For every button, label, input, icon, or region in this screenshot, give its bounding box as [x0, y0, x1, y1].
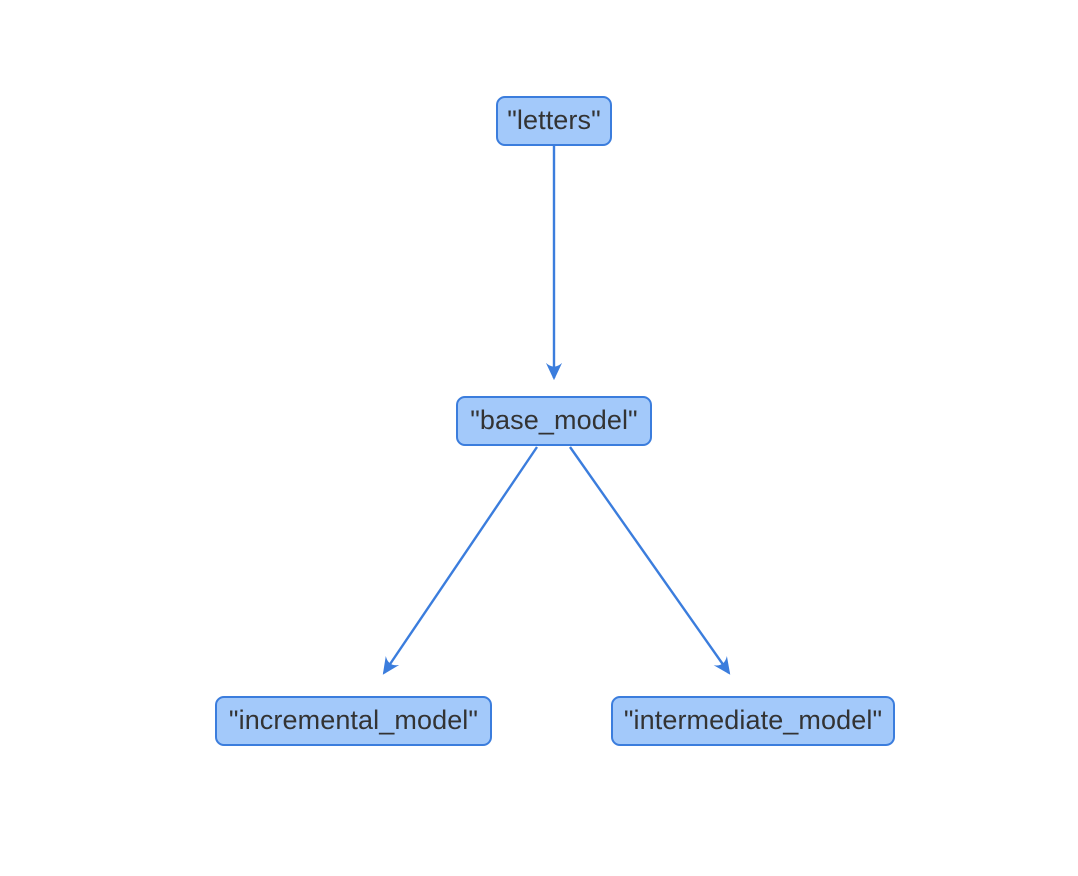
edge-base_model-to-incremental_model [382, 446, 538, 675]
node-incremental-model-label: "incremental_model" [228, 705, 479, 735]
node-incremental-model[interactable]: "incremental_model" [215, 696, 492, 746]
node-letters-label: "letters" [507, 105, 601, 135]
node-letters[interactable]: "letters" [496, 96, 612, 146]
node-intermediate-model[interactable]: "intermediate_model" [611, 696, 895, 746]
node-base-model-label: "base_model" [470, 405, 638, 435]
edge-base_model-to-intermediate_model [569, 446, 731, 675]
node-base-model[interactable]: "base_model" [456, 396, 652, 446]
node-intermediate-model-label: "intermediate_model" [623, 705, 883, 735]
